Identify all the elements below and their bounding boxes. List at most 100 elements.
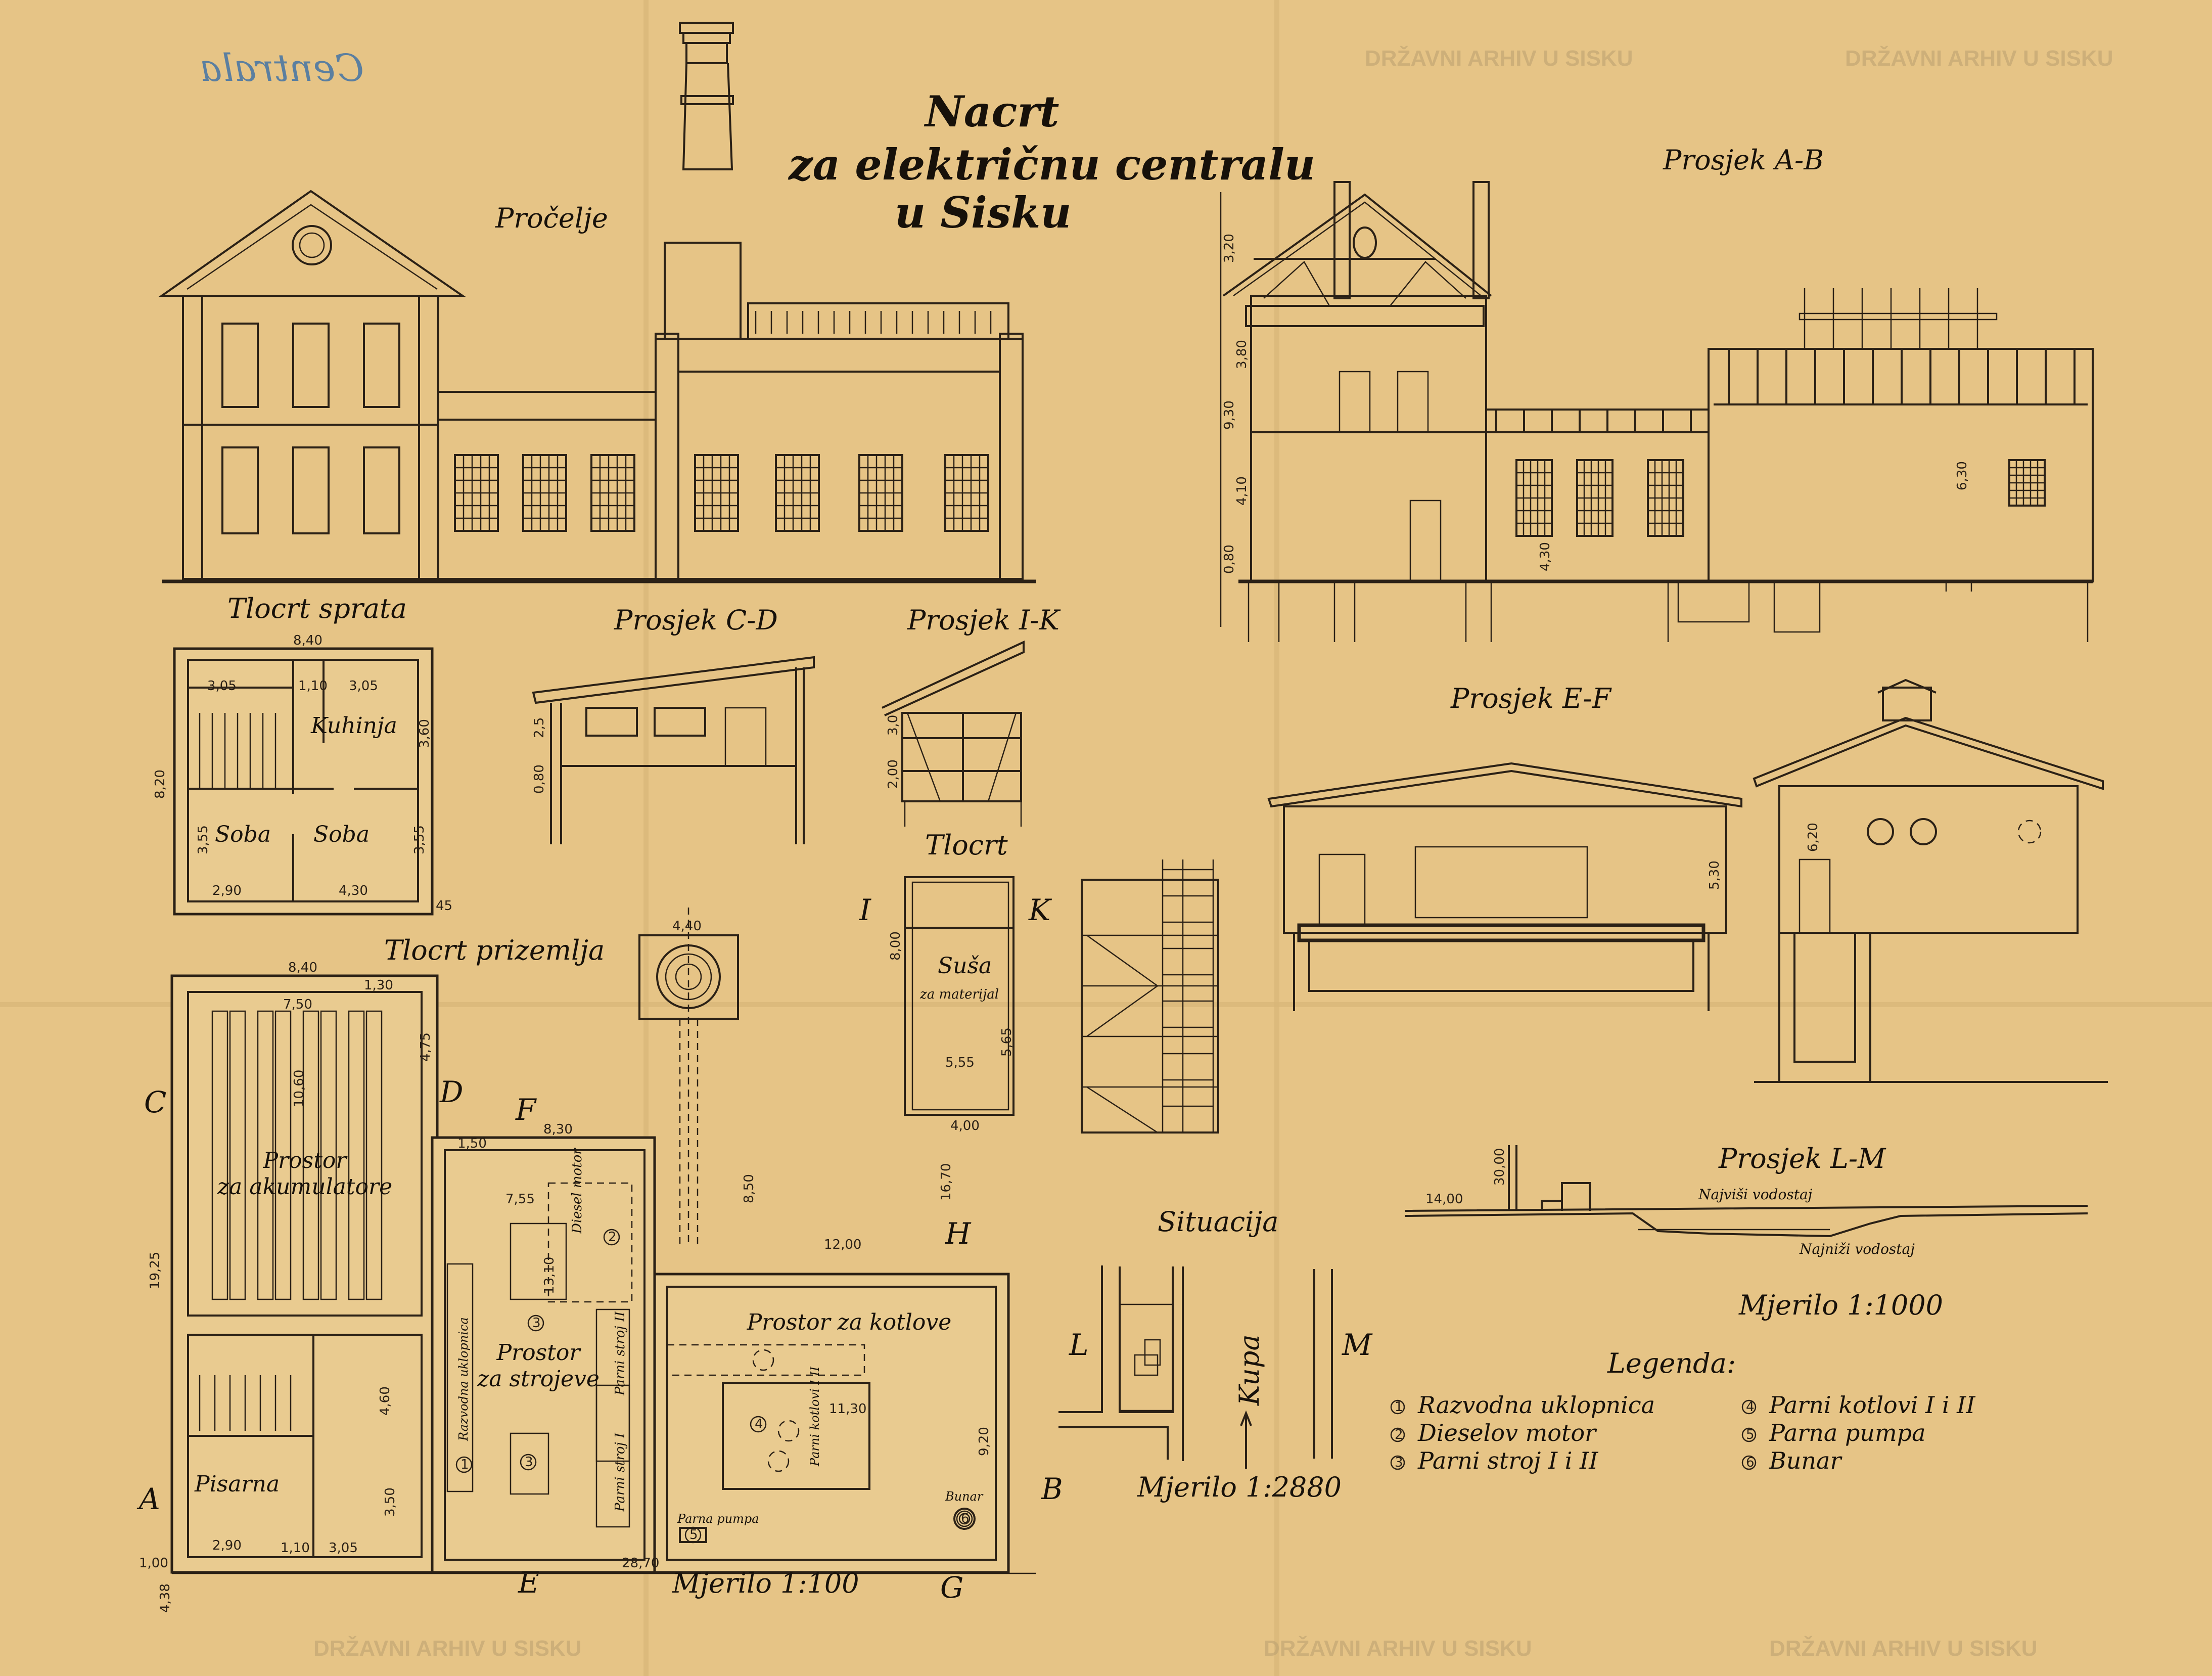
legend-number-icon xyxy=(1741,1455,1757,1470)
dimension-label: 3,80 xyxy=(1234,340,1250,369)
upper-plan-label: Tlocrt sprata xyxy=(227,593,407,624)
dimension-label: 13,10 xyxy=(542,1257,557,1294)
section-ab-label: Prosjek A-B xyxy=(1663,144,1824,176)
section-marker-g: G xyxy=(940,1570,963,1605)
section-marker-a: A xyxy=(136,1482,160,1516)
legend-item-label: Bunar xyxy=(1769,1447,1842,1474)
window-icon xyxy=(221,323,259,408)
dimension-label: 2,90 xyxy=(212,1538,242,1553)
section-ef-label: Prosjek E-F xyxy=(1450,683,1612,714)
dimension-label: 4,75 xyxy=(418,1032,433,1062)
legend-item-label: Parna pumpa xyxy=(1769,1419,1926,1446)
legend-item-label: Dieselov motor xyxy=(1417,1419,1597,1446)
legend-number-icon xyxy=(1390,1427,1405,1442)
dimension-label: 7,55 xyxy=(505,1192,535,1207)
high-water-label: Najviši vodostaj xyxy=(1698,1186,1813,1203)
dimension-label: 3,05 xyxy=(207,678,237,694)
equipment-number: 2 xyxy=(608,1230,617,1245)
equip-steam-pump: Parna pumpa xyxy=(677,1512,759,1526)
upper-floor-plan: Tlocrt sprata Kuhinja Soba Soba 8,403,05… xyxy=(153,593,452,916)
equipment-number-icon xyxy=(520,1454,537,1471)
section-marker-d: D xyxy=(439,1075,464,1109)
dimension-label: 4,10 xyxy=(1234,476,1250,506)
equip-well: Bunar xyxy=(945,1489,984,1504)
chimney-plan xyxy=(638,908,739,1244)
site-scale: Mjerilo 1:2880 xyxy=(1137,1471,1342,1503)
watermark-text: DRŽAVNI ARHIV U SISKU xyxy=(313,1636,581,1661)
dimension-label: 9,30 xyxy=(1222,400,1237,430)
battery-rack xyxy=(348,1010,365,1300)
dimension-label: 8,40 xyxy=(293,633,322,648)
watermark-text: DRŽAVNI ARHIV U SISKU xyxy=(1365,46,1633,71)
section-marker-h: H xyxy=(945,1216,972,1251)
section-cd-label: Prosjek C-D xyxy=(614,604,778,636)
chimney-elevation xyxy=(679,22,734,170)
window-icon xyxy=(292,446,330,534)
window-icon xyxy=(292,323,330,408)
watermark-text: DRŽAVNI ARHIV U SISKU xyxy=(1264,1636,1532,1661)
equipment-number-icon xyxy=(455,1456,473,1473)
equip-steam-engine-1: Parni stroj I xyxy=(613,1432,628,1512)
dimension-label: 1,30 xyxy=(364,978,393,993)
title-line-3: u Sisku xyxy=(895,188,1071,238)
battery-rack xyxy=(274,1010,292,1300)
dimension-label: 0,80 xyxy=(1222,545,1237,574)
dimension-label: 4,40 xyxy=(672,919,702,934)
battery-rack xyxy=(257,1010,274,1300)
dimension-label: 4,00 xyxy=(950,1118,980,1134)
dimension-label: 8,50 xyxy=(742,1174,757,1203)
section-marker-c: C xyxy=(144,1085,166,1119)
equipment-number: 5 xyxy=(689,1527,698,1543)
dimension-label: 2,90 xyxy=(212,883,242,898)
equip-boilers: Parni kotlovi I II xyxy=(808,1366,822,1467)
legend-item-label: Razvodna uklopnica xyxy=(1417,1391,1655,1419)
legend-number-icon xyxy=(1390,1455,1405,1470)
dimension-label: 4,30 xyxy=(339,883,368,898)
legend-number: 4 xyxy=(1746,1399,1755,1415)
dimension-label: 3,05 xyxy=(329,1541,358,1556)
dimension-label: 16,70 xyxy=(939,1163,954,1201)
dimension-label: 1,10 xyxy=(281,1541,310,1556)
ground-plan-scale: Mjerilo 1:100 xyxy=(672,1567,859,1599)
dimension-label: 7,50 xyxy=(283,997,312,1012)
equipment-number: 4 xyxy=(755,1417,763,1432)
river-name: Kupa xyxy=(1233,1334,1265,1406)
chimney-height-dim: 30,00 xyxy=(1492,1148,1507,1186)
legend-number: 5 xyxy=(1746,1427,1755,1442)
room-label-line: Prostor xyxy=(263,1148,348,1173)
dimension-label: 6,30 xyxy=(1955,461,1970,490)
dimension-label: 5,55 xyxy=(945,1055,975,1070)
dimension-label: 3,0 xyxy=(886,715,901,736)
section-ik-label: Prosjek I-K xyxy=(907,604,1061,636)
title-line-2: za električnu centralu xyxy=(788,140,1315,190)
dimension-label: 5,30 xyxy=(1707,860,1722,890)
equip-steam-engine-2: Parni stroj II xyxy=(613,1311,628,1396)
marker-m: M xyxy=(1342,1328,1373,1362)
section-lm-label: Prosjek L-M xyxy=(1718,1143,1886,1174)
battery-rack xyxy=(211,1010,228,1300)
pencil-note: Centrala xyxy=(200,47,364,90)
site-label: Situacija xyxy=(1158,1206,1278,1238)
section-marker-e: E xyxy=(518,1565,539,1600)
section-l-m: Prosjek L-M Najviši vodostaj Najniži vod… xyxy=(1405,1143,2088,1321)
section-c-d: Prosjek C-D 2,5 0,80 xyxy=(532,604,815,844)
dimension-label: 10,60 xyxy=(292,1070,307,1107)
dimension-label: 3,50 xyxy=(383,1487,398,1517)
dimension-label: 6,20 xyxy=(1806,823,1821,852)
equipment-number-icon xyxy=(750,1416,767,1433)
shed-room: Suša xyxy=(938,953,992,979)
equip-switchboard: Razvodna uklopnica xyxy=(456,1317,471,1441)
dimension-label: 4,30 xyxy=(1538,542,1553,571)
marker-i: I xyxy=(859,893,871,927)
dimension-label: 2,5 xyxy=(532,717,547,738)
equipment-number-icon xyxy=(956,1510,973,1527)
dimension-label: 8,20 xyxy=(153,769,168,799)
room-boilers: Prostor za kotlove xyxy=(747,1309,952,1335)
section-i-k: Prosjek I-K 3,0 2,00 xyxy=(882,604,1061,827)
section-marker-b: B xyxy=(1041,1472,1063,1506)
ground-plan-label: Tlocrt prizemlja xyxy=(384,934,605,966)
battery-rack xyxy=(320,1010,337,1300)
